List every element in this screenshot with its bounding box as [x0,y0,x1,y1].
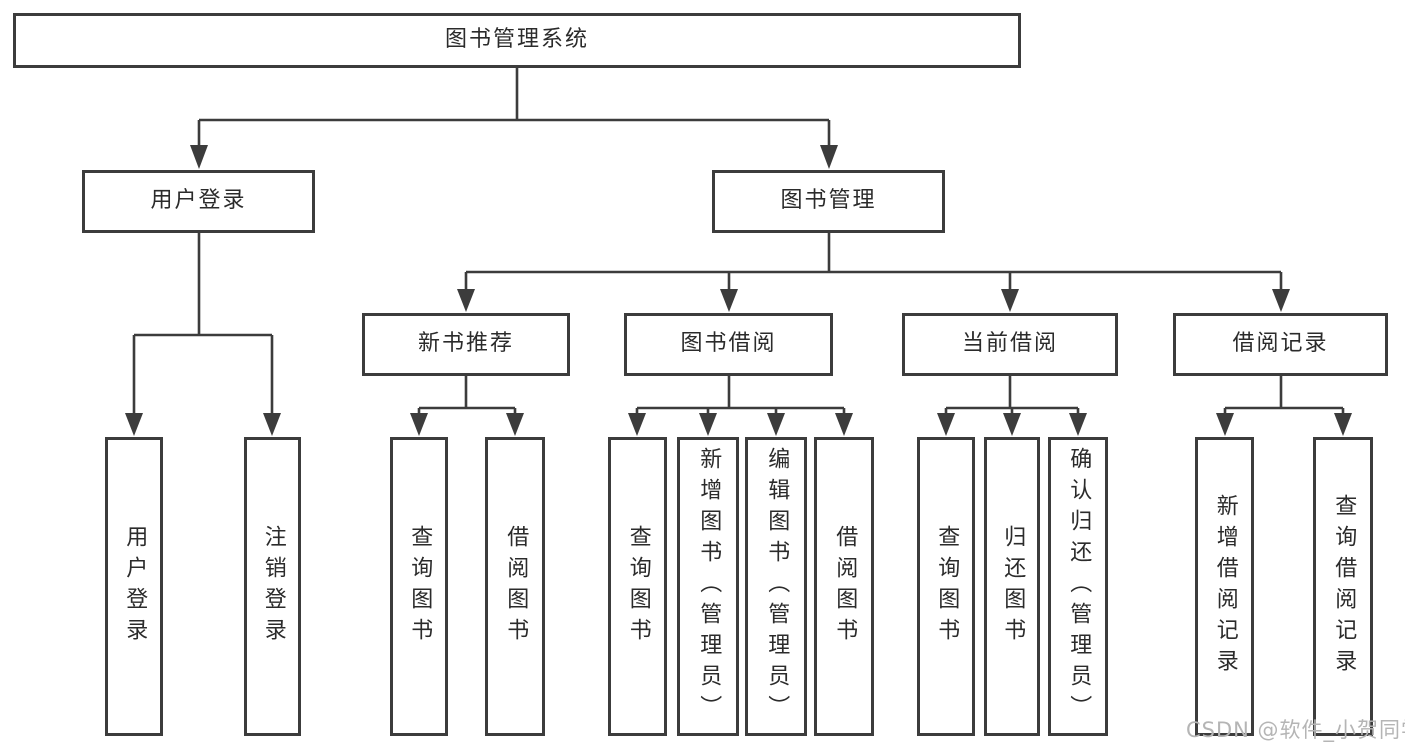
leaf-edit-book-admin: 编辑图书（管理员） [745,437,807,736]
leaf-query-borrow-record: 查询借阅记录 [1313,437,1373,736]
node-new-book-recommend: 新书推荐 [362,313,570,376]
node-borrow-record: 借阅记录 [1173,313,1388,376]
node-book-management: 图书管理 [712,170,945,233]
leaf-recommend-borrow-book: 借阅图书 [485,437,545,736]
csdn-watermark: CSDN @软件_小贺同学 [1186,718,1405,742]
leaf-confirm-return-admin: 确认归还（管理员） [1048,437,1108,736]
leaf-add-borrow-record: 新增借阅记录 [1195,437,1254,736]
leaf-current-query-book: 查询图书 [917,437,975,736]
node-user-login: 用户登录 [82,170,315,233]
arrowheads [125,145,1352,436]
leaf-logout: 注销登录 [244,437,301,736]
leaf-add-book-admin: 新增图书（管理员） [677,437,739,736]
leaf-borrow-query-book: 查询图书 [608,437,667,736]
leaf-return-book: 归还图书 [984,437,1040,736]
leaf-borrow-book: 借阅图书 [814,437,874,736]
node-book-borrow: 图书借阅 [624,313,833,376]
node-root-system: 图书管理系统 [13,13,1021,68]
node-current-borrow: 当前借阅 [902,313,1118,376]
leaf-user-login: 用户登录 [105,437,163,736]
leaf-recommend-query-book: 查询图书 [390,437,448,736]
